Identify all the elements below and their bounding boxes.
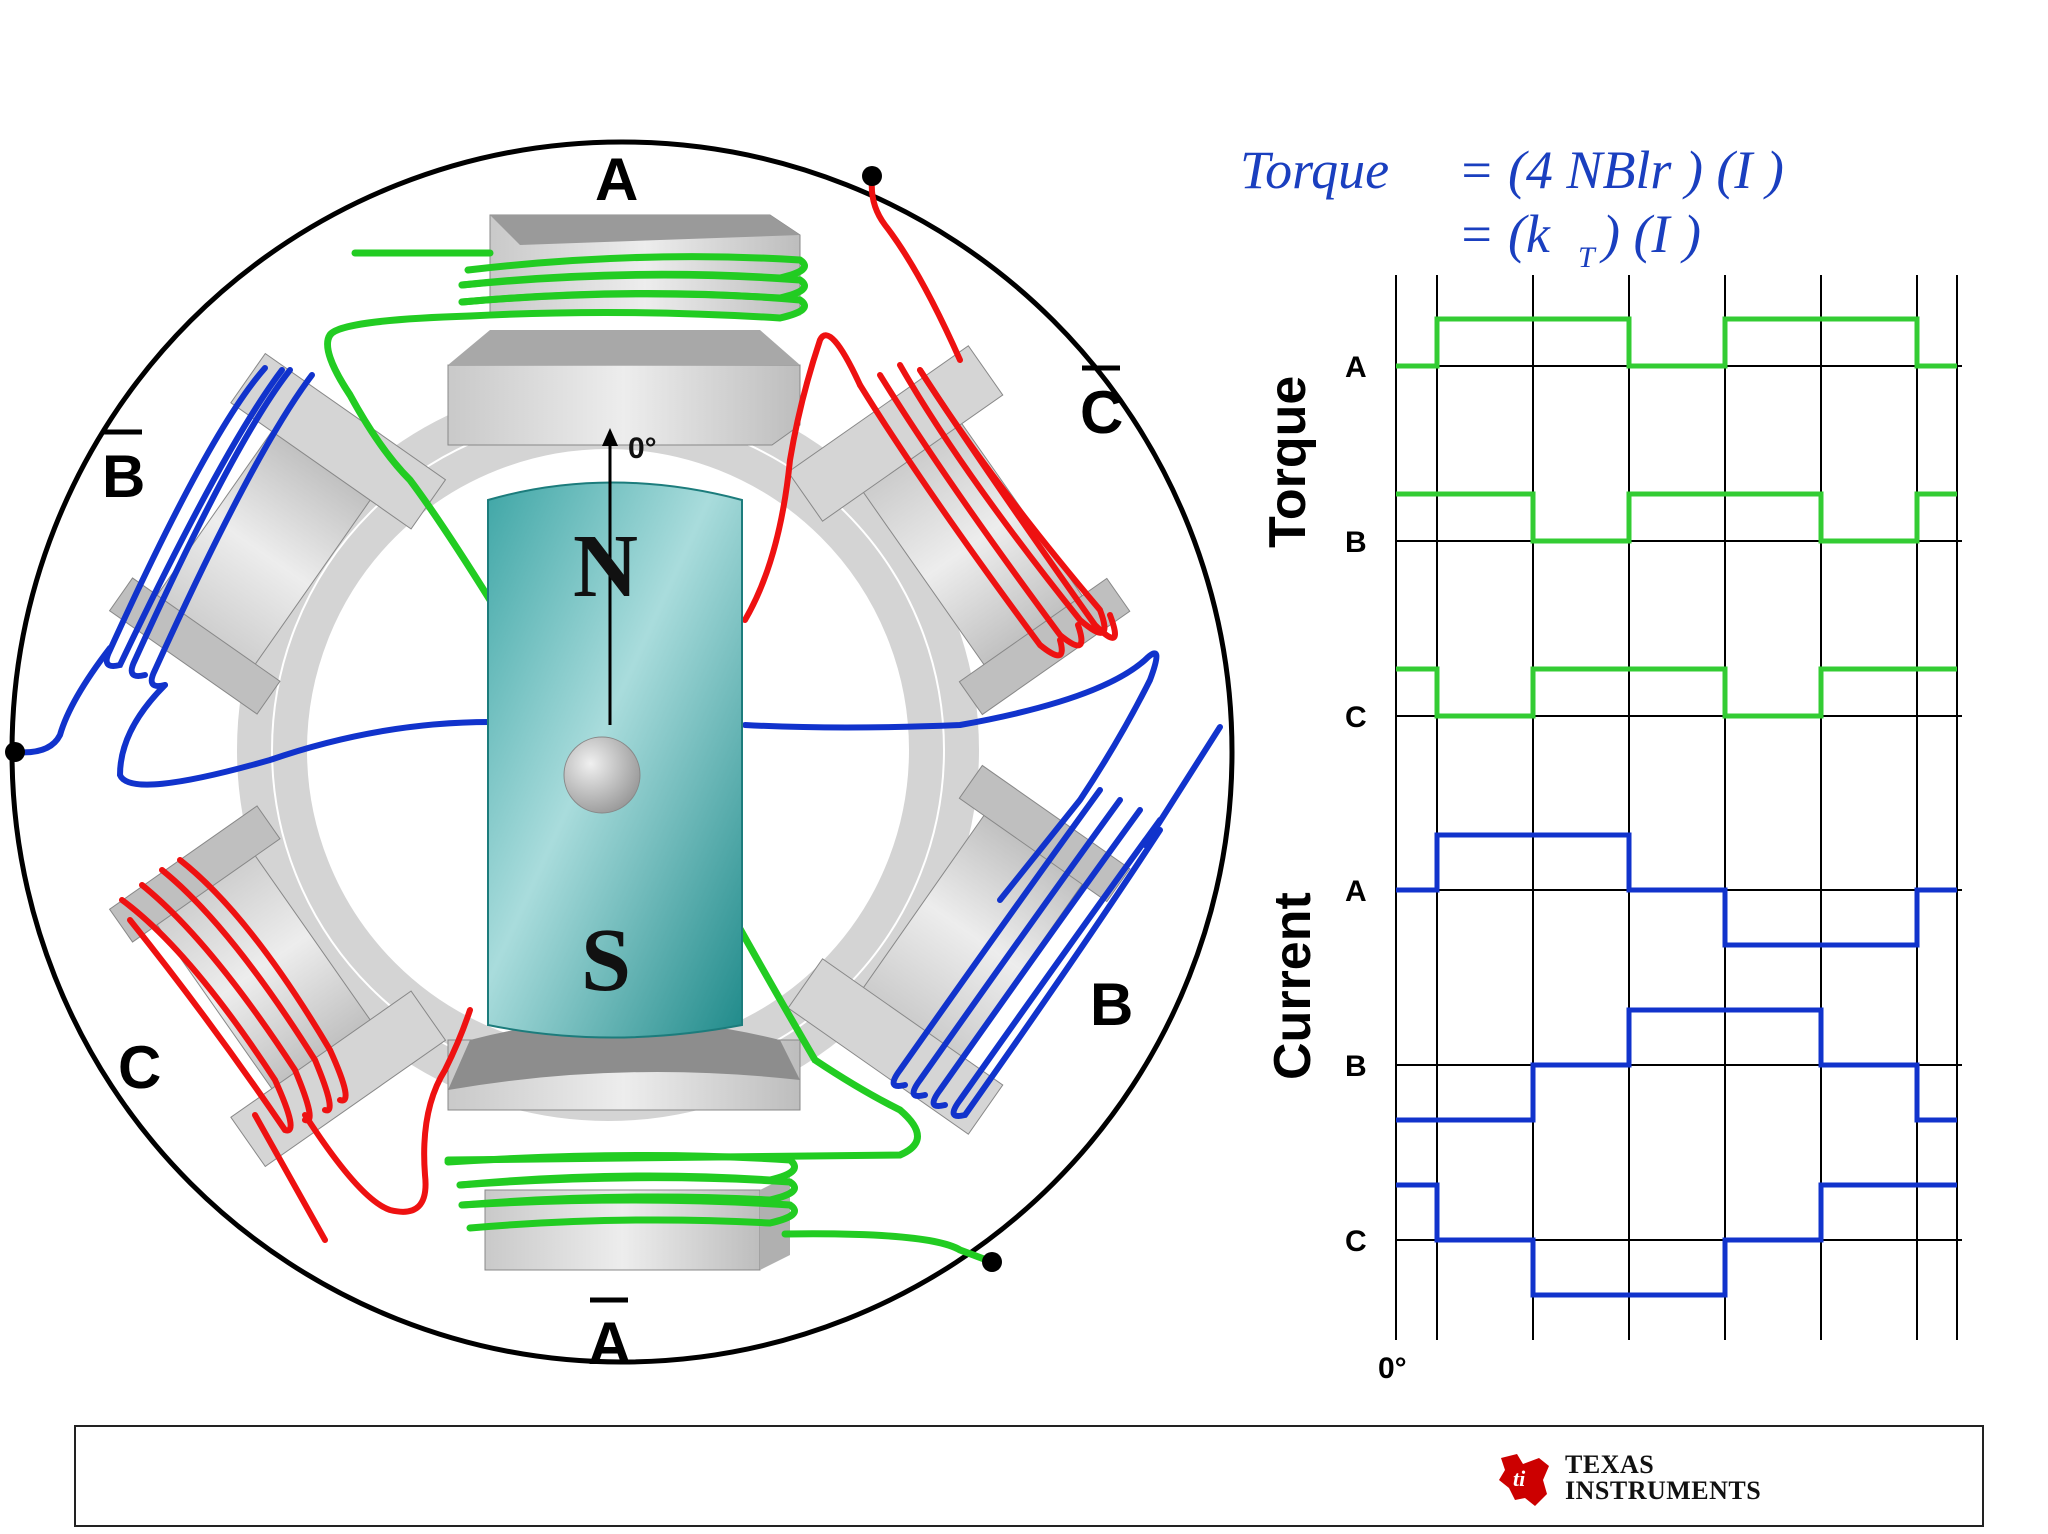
ti-brand: ti TEXAS INSTRUMENTS: [1495, 1450, 1775, 1510]
wave-current-a: [1396, 832, 1957, 948]
formula-line2: = (k: [1458, 204, 1551, 264]
pole-a-top: [447, 214, 801, 446]
group-label-torque: Torque: [1259, 376, 1317, 548]
wave-current-c: [1396, 1182, 1957, 1298]
pole-label-c-bar: C: [1080, 379, 1123, 446]
pole-label-a-bar: A: [588, 1310, 631, 1377]
formula-lhs: Torque: [1240, 140, 1389, 200]
svg-text:ti: ti: [1513, 1466, 1526, 1491]
row-label-torque-a: A: [1345, 351, 1367, 384]
rotor-south-label: S: [581, 911, 631, 1010]
row-label-current-c: C: [1345, 1225, 1367, 1258]
wave-torque-c: [1396, 666, 1957, 719]
phase-c-winding: [119, 177, 1118, 1243]
rotor-shaft: [563, 736, 641, 814]
bldc-motor-diagram: N S 0° A A B C C B: [5, 139, 1235, 1377]
row-label-current-b: B: [1345, 1050, 1367, 1083]
formula-line1: = (4 NBlr ) (I ): [1458, 140, 1784, 200]
phase-b-winding: [12, 365, 1223, 1119]
terminal-dot-bottom: [982, 1252, 1002, 1272]
pole-label-c: C: [118, 1034, 161, 1101]
phase-a-winding: [324, 249, 996, 1266]
row-label-current-a: A: [1345, 875, 1367, 908]
pole-b-bar: [108, 352, 447, 715]
ti-logo-icon: ti: [1499, 1454, 1549, 1506]
pole-label-a: A: [595, 146, 638, 213]
wave-torque-a: [1396, 316, 1957, 369]
pole-a-bottom: [447, 1020, 801, 1271]
wave-current-b: [1396, 1007, 1957, 1123]
pole-label-b: B: [1090, 971, 1133, 1038]
terminal-dot-left: [5, 742, 25, 762]
wave-torque-b: [1396, 491, 1957, 544]
rotor-angle-label: 0°: [628, 432, 657, 465]
formula-line2-subscript: T: [1578, 241, 1597, 274]
rotor-north-label: N: [573, 517, 638, 616]
x-start-label: 0°: [1378, 1352, 1407, 1385]
rotor-magnet: N S 0°: [487, 428, 743, 1039]
group-label-current: Current: [1264, 892, 1322, 1080]
row-label-torque-b: B: [1345, 526, 1367, 559]
pole-b: [787, 764, 1131, 1135]
torque-formula: Torque = (4 NBlr ) (I ) = (k T ) (I ): [1240, 140, 1784, 274]
formula-line2-tail: ) (I ): [1599, 204, 1701, 264]
brand-line-1: TEXAS: [1565, 1450, 1655, 1479]
brand-line-2: INSTRUMENTS: [1565, 1476, 1762, 1505]
pole-label-b-bar: B: [102, 443, 145, 510]
row-label-torque-c: C: [1345, 701, 1367, 734]
footer-bar: [74, 1425, 1984, 1527]
terminal-dot-top: [862, 166, 882, 186]
